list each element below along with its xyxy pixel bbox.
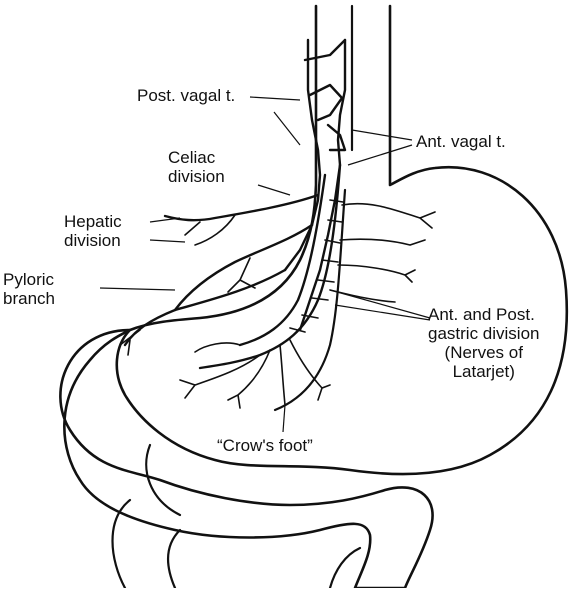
label-hepatic-division: Hepatic division [64,212,122,250]
label-celiac-division: Celiac division [168,148,225,186]
leader-post-vagal [250,97,300,100]
hepatic-division-nerve [165,195,318,220]
label-crows-foot: “Crow's foot” [217,436,313,455]
bowel-lower-segment-2 [168,530,180,588]
leader-pyloric [100,288,175,290]
label-gastric-division: Ant. and Post. gastric division (Nerves … [428,305,540,381]
leader-hepatic-2 [150,240,185,242]
leader-hepatic [150,218,180,222]
hepatic-branch-2 [185,222,200,235]
label-post-vagal-trunk: Post. vagal t. [137,86,235,105]
label-pyloric-branch: Pyloric branch [3,270,55,308]
bowel-right-segment [330,548,360,588]
leader-celiac [258,185,290,195]
label-ant-vagal-trunk: Ant. vagal t. [416,132,506,151]
leader-post-vagal-2 [274,112,300,145]
